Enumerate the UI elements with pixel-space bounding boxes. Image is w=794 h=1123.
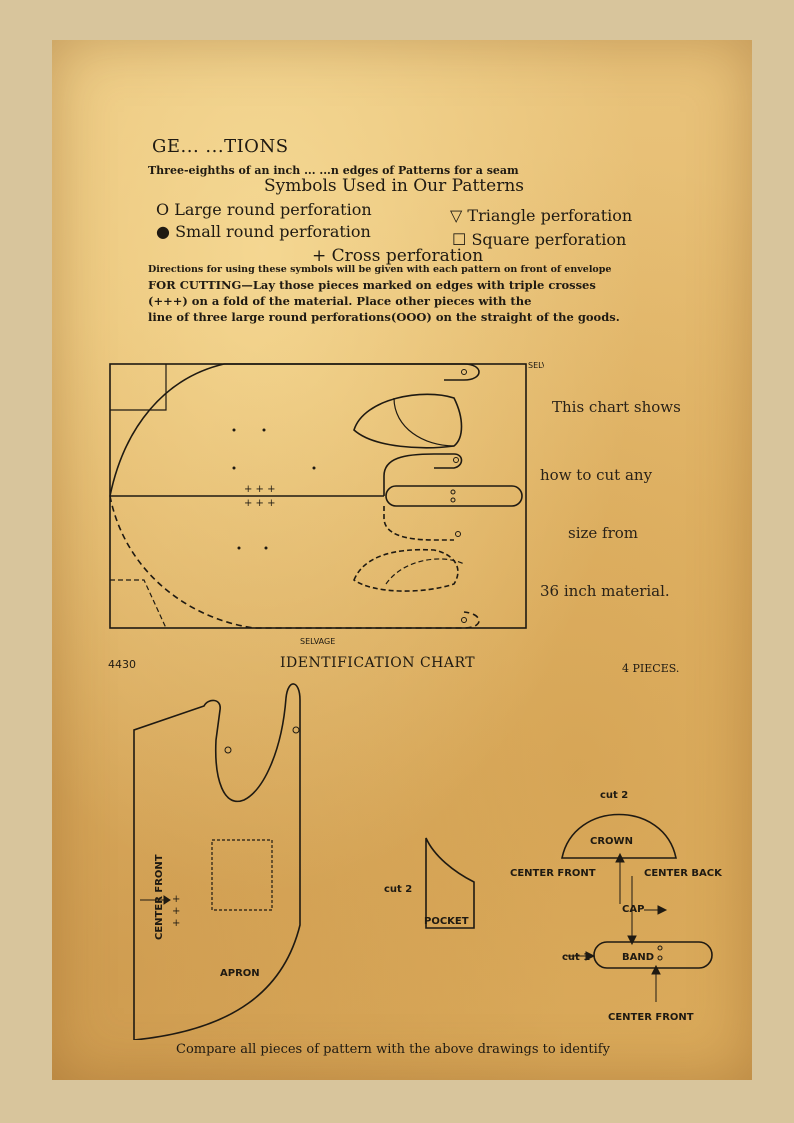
chart-note-line1: This chart shows: [552, 398, 681, 416]
chart-note-line2: how to cut any: [540, 466, 653, 484]
apron-piece: [109, 363, 225, 497]
center-front-apron-label: CENTER FRONT: [154, 854, 165, 940]
seam-allowance-note: Three-eighths of an inch ... ...n edges …: [148, 164, 519, 177]
pocket-label: POCKET: [424, 916, 469, 927]
pocket-cut-label: cut 2: [384, 884, 412, 895]
band-cut-label: cut 1: [562, 952, 590, 963]
pocket-outline: [425, 837, 475, 929]
square-icon: ☐: [452, 230, 467, 249]
chart-note-line4: 36 inch material.: [540, 582, 670, 600]
cutting-instructions-line1: FOR CUTTING—Lay those pieces marked on e…: [148, 278, 596, 292]
chart-note-line3: size from: [568, 524, 639, 542]
cross-icon: +: [312, 246, 327, 266]
identification-title: IDENTIFICATION CHART: [280, 655, 476, 671]
triangle-icon: ▽: [450, 206, 463, 225]
apron-label: APRON: [220, 968, 260, 979]
symbol-label: Cross perforation: [331, 246, 484, 266]
selvage-bottom-label: SELVAGE: [300, 637, 335, 646]
general-directions-heading: GE... ...TIONS: [152, 136, 289, 157]
center-back-label: CENTER BACK: [644, 868, 723, 879]
svg-text:+ + +: + + +: [244, 498, 276, 509]
symbols-title: Symbols Used in Our Patterns: [264, 176, 524, 196]
symbol-small-round: ● Small round perforation: [156, 222, 371, 241]
small-round-icon: ●: [156, 222, 170, 241]
identification-drawings: +++ APRON CENTER FRONT cut 2 POCKET cut …: [133, 683, 723, 1040]
symbol-label: Square perforation: [471, 230, 627, 249]
crown-label: CROWN: [590, 836, 633, 847]
crown-piece-top: [353, 393, 463, 449]
svg-text:+ + +: + + +: [244, 484, 276, 495]
footer-instruction: Compare all pieces of pattern with the a…: [176, 1042, 610, 1057]
symbol-label: Large round perforation: [174, 200, 372, 219]
symbol-large-round: O Large round perforation: [156, 200, 372, 219]
cutting-instructions-line2: (+++) on a fold of the material. Place o…: [148, 294, 532, 308]
band-label: BAND: [622, 952, 654, 963]
crown-outline: [561, 813, 677, 859]
cap-label: CAP: [622, 904, 644, 915]
crown-cut-label: cut 2: [600, 790, 628, 801]
symbol-square: ☐ Square perforation: [452, 230, 626, 249]
symbol-triangle: ▽ Triangle perforation: [450, 206, 632, 225]
pattern-number: 4430: [108, 658, 136, 671]
cutting-layout-chart: + + + + + + SELVAGE SELVAGE: [109, 361, 544, 646]
directions-note: Directions for using these symbols will …: [148, 264, 612, 275]
cutting-instructions-line3: line of three large round perforations(O…: [148, 310, 620, 324]
svg-text:+: +: [172, 906, 180, 917]
symbol-label: Small round perforation: [175, 222, 371, 241]
svg-text:+: +: [172, 894, 180, 905]
crown-piece-bottom: [353, 548, 459, 592]
selvage-top-label: SELVAGE: [528, 361, 544, 370]
svg-text:+: +: [172, 918, 180, 929]
pieces-count: 4 PIECES.: [622, 662, 680, 675]
large-round-icon: O: [156, 200, 170, 219]
pattern-envelope-back: GE... ...TIONS Three-eighths of an inch …: [52, 40, 752, 1080]
symbol-cross: + Cross perforation: [312, 246, 483, 266]
apron-outline: [133, 683, 301, 1040]
symbol-label: Triangle perforation: [467, 206, 633, 225]
band-outline: [593, 941, 713, 969]
band-piece: [385, 485, 523, 507]
center-front-cap-label: CENTER FRONT: [510, 868, 596, 879]
center-front-band-label: CENTER FRONT: [608, 1012, 694, 1023]
